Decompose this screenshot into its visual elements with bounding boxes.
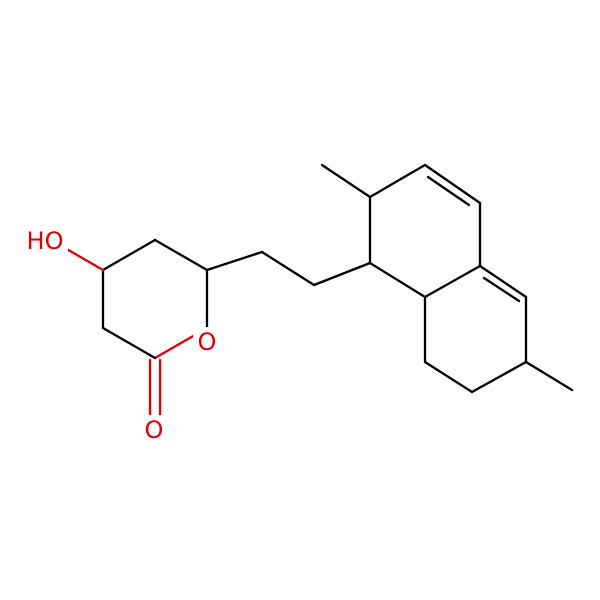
hydroxyl-label: HO xyxy=(27,227,64,255)
ring-oxygen-label: O xyxy=(198,328,217,356)
bond xyxy=(205,250,264,272)
bond xyxy=(426,175,471,207)
bond xyxy=(260,250,316,287)
bond xyxy=(423,264,482,299)
bond xyxy=(423,360,474,394)
bond xyxy=(101,238,157,272)
carbonyl-oxygen-label: O xyxy=(145,416,164,444)
bond xyxy=(524,360,574,392)
bond xyxy=(423,163,482,205)
bond xyxy=(478,264,528,299)
bond xyxy=(482,276,521,303)
bond xyxy=(320,163,372,199)
bond xyxy=(101,326,157,360)
label-backgrounds xyxy=(22,226,221,445)
bond xyxy=(312,261,372,287)
bond xyxy=(368,261,427,299)
atom-labels: HO O O xyxy=(27,227,217,444)
bond xyxy=(153,238,209,272)
bond xyxy=(368,163,427,199)
bonds xyxy=(56,163,574,420)
bond xyxy=(470,360,528,394)
